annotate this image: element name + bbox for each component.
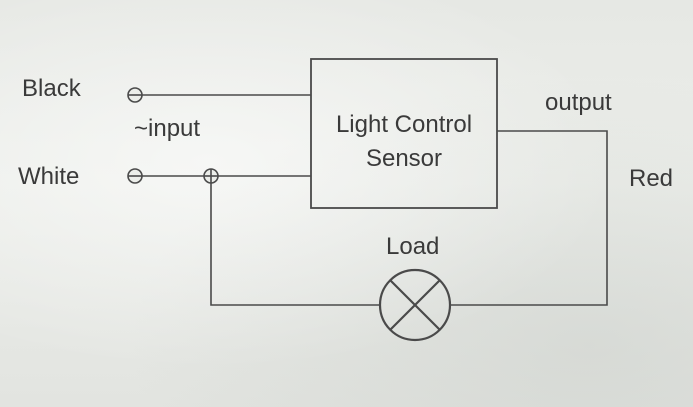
light-control-sensor-box	[310, 58, 498, 209]
white-terminal	[127, 168, 143, 184]
load-lamp-icon	[378, 268, 452, 342]
red-output-wire	[450, 130, 608, 306]
load-label: Load	[386, 233, 440, 260]
output-label: output	[545, 89, 612, 116]
black-label: Black	[22, 75, 81, 102]
sensor-label-line1: Light Control	[335, 111, 473, 138]
white-branch-wire	[210, 176, 380, 306]
white-label: White	[18, 163, 80, 190]
black-terminal	[127, 87, 143, 103]
sensor-label-line2: Sensor	[365, 145, 443, 172]
junction-terminal	[203, 168, 219, 184]
input-label: ~input	[134, 115, 201, 142]
red-label: Red	[629, 165, 674, 192]
